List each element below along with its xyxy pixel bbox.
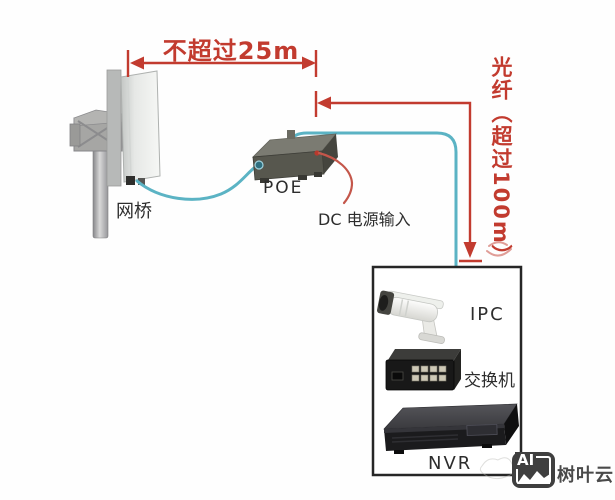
switch-rj45-ports <box>411 365 447 382</box>
cable-bridge-to-poe <box>135 163 260 201</box>
watermark-arcs <box>486 241 512 257</box>
poe-lan-port <box>254 160 264 170</box>
bridge-port-connector-2 <box>138 178 145 185</box>
poe-cable-port-top <box>287 130 295 139</box>
nvr-device <box>383 403 519 454</box>
bridge-port-connector <box>126 176 135 185</box>
bridge-back-plate <box>106 69 122 187</box>
nvr-label: NVR <box>428 453 473 474</box>
panel-seam <box>127 77 132 181</box>
dc-power-pointer-line <box>317 151 354 205</box>
switch-label: 交换机 <box>464 371 515 391</box>
dc-power-label: DC 电源输入 <box>318 210 411 229</box>
fiber-distance-label: 光纤（超过100m） <box>489 56 513 268</box>
dimension-arrow-25m <box>126 50 318 77</box>
poe-label: POE <box>263 178 304 198</box>
poe-injector <box>251 130 338 183</box>
poe-dc-port <box>314 150 320 156</box>
bridge-label: 网桥 <box>116 201 152 222</box>
bridge-antenna-panel <box>120 70 161 183</box>
camera-bracket-base <box>418 332 445 344</box>
brand-name: 树叶云 <box>557 465 614 486</box>
nvr-front-display <box>466 424 498 436</box>
ipc-label: IPC <box>470 304 505 325</box>
brand-logo: AI <box>512 452 555 488</box>
network-switch-device <box>385 349 461 391</box>
logo-ai-text: AI <box>515 451 537 469</box>
camera-lens <box>378 294 389 311</box>
switch-uplink-port <box>391 371 404 381</box>
mountain-icon <box>517 471 550 484</box>
ipc-camera <box>377 290 445 344</box>
distance-25m-label: 不超过25m <box>162 37 300 65</box>
dimension-arrow-fiber <box>314 91 482 263</box>
wireless-bridge-assembly <box>69 69 161 239</box>
